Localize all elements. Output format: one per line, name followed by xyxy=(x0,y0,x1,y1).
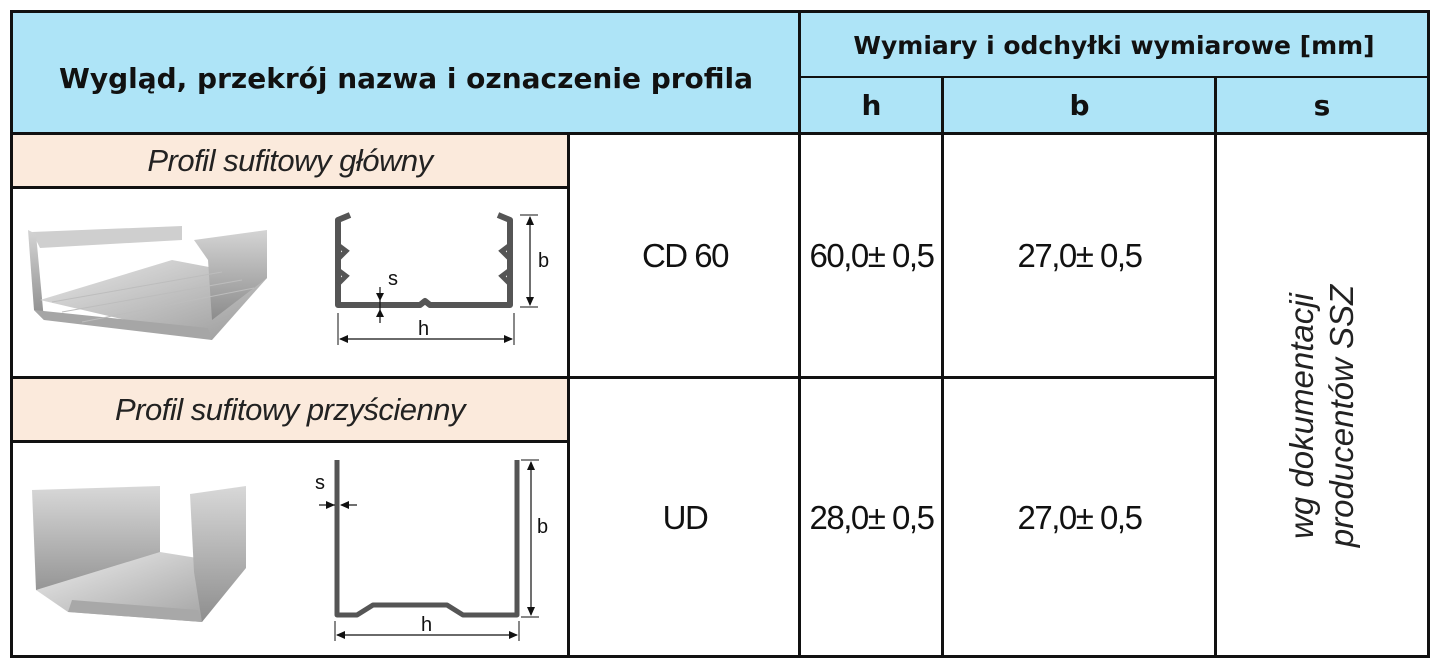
header-dimensions-label: Wymiary i odchyłki wymiarowe [mm] xyxy=(853,30,1375,60)
ud-label-s: s xyxy=(315,472,325,494)
row1-b-value: 27,0± 0,5 xyxy=(1017,237,1143,274)
cd-profile-cross-section: b s h xyxy=(335,212,549,345)
border-row-divider xyxy=(10,376,1216,379)
ud-label-h: h xyxy=(421,614,432,636)
row2-title-cell: Profil sufitowy przyścienny xyxy=(12,379,568,441)
s-note-line1: wg dokumentacji xyxy=(1283,293,1320,539)
row2-h-value: 28,0± 0,5 xyxy=(809,499,935,536)
border-row2-title-bottom xyxy=(10,440,570,443)
ud-profile-cross-section: s b h xyxy=(315,459,548,641)
row2-designation: UD xyxy=(662,499,709,536)
border-col-image-designation xyxy=(567,132,570,658)
ud-label-b: b xyxy=(537,516,548,538)
border-outer-top xyxy=(10,10,1430,13)
row1-title: Profil sufitowy główny xyxy=(147,143,433,178)
header-h: h xyxy=(800,78,943,133)
border-outer-right xyxy=(1427,10,1430,658)
border-col-b-s xyxy=(1214,76,1217,658)
row1-h-value: 60,0± 0,5 xyxy=(809,237,935,274)
cd-label-h: h xyxy=(418,318,429,340)
header-s: s xyxy=(1216,78,1428,133)
cd-profile-3d-image xyxy=(28,226,267,340)
border-col-values xyxy=(798,10,801,658)
header-dimensions: Wymiary i odchyłki wymiarowe [mm] xyxy=(800,12,1428,78)
row2-title: Profil sufitowy przyścienny xyxy=(114,392,466,427)
header-b: b xyxy=(943,78,1216,133)
header-profile-column: Wygląd, przekrój nazwa i oznaczenie prof… xyxy=(12,12,800,133)
cd-label-s: s xyxy=(388,268,398,290)
border-row1-title-bottom xyxy=(10,186,570,189)
ud-profile-3d-image xyxy=(32,486,246,622)
row1-designation: CD 60 xyxy=(641,237,730,274)
cd-label-b: b xyxy=(538,250,549,272)
s-note-line2: producentów SSZ xyxy=(1323,284,1360,548)
row2-b-value: 27,0± 0,5 xyxy=(1017,499,1143,536)
border-col-h-b xyxy=(941,76,944,658)
border-header-bottom xyxy=(10,132,1430,135)
s-column-note: wg dokumentacji producentów SSZ xyxy=(1282,266,1362,566)
header-profile-label: Wygląd, przekrój nazwa i oznaczenie prof… xyxy=(58,62,754,95)
row1-title-cell: Profil sufitowy główny xyxy=(12,135,568,187)
border-outer-bottom xyxy=(10,655,1430,658)
border-outer-left xyxy=(10,10,13,658)
border-dim-title-bottom xyxy=(800,76,1428,78)
